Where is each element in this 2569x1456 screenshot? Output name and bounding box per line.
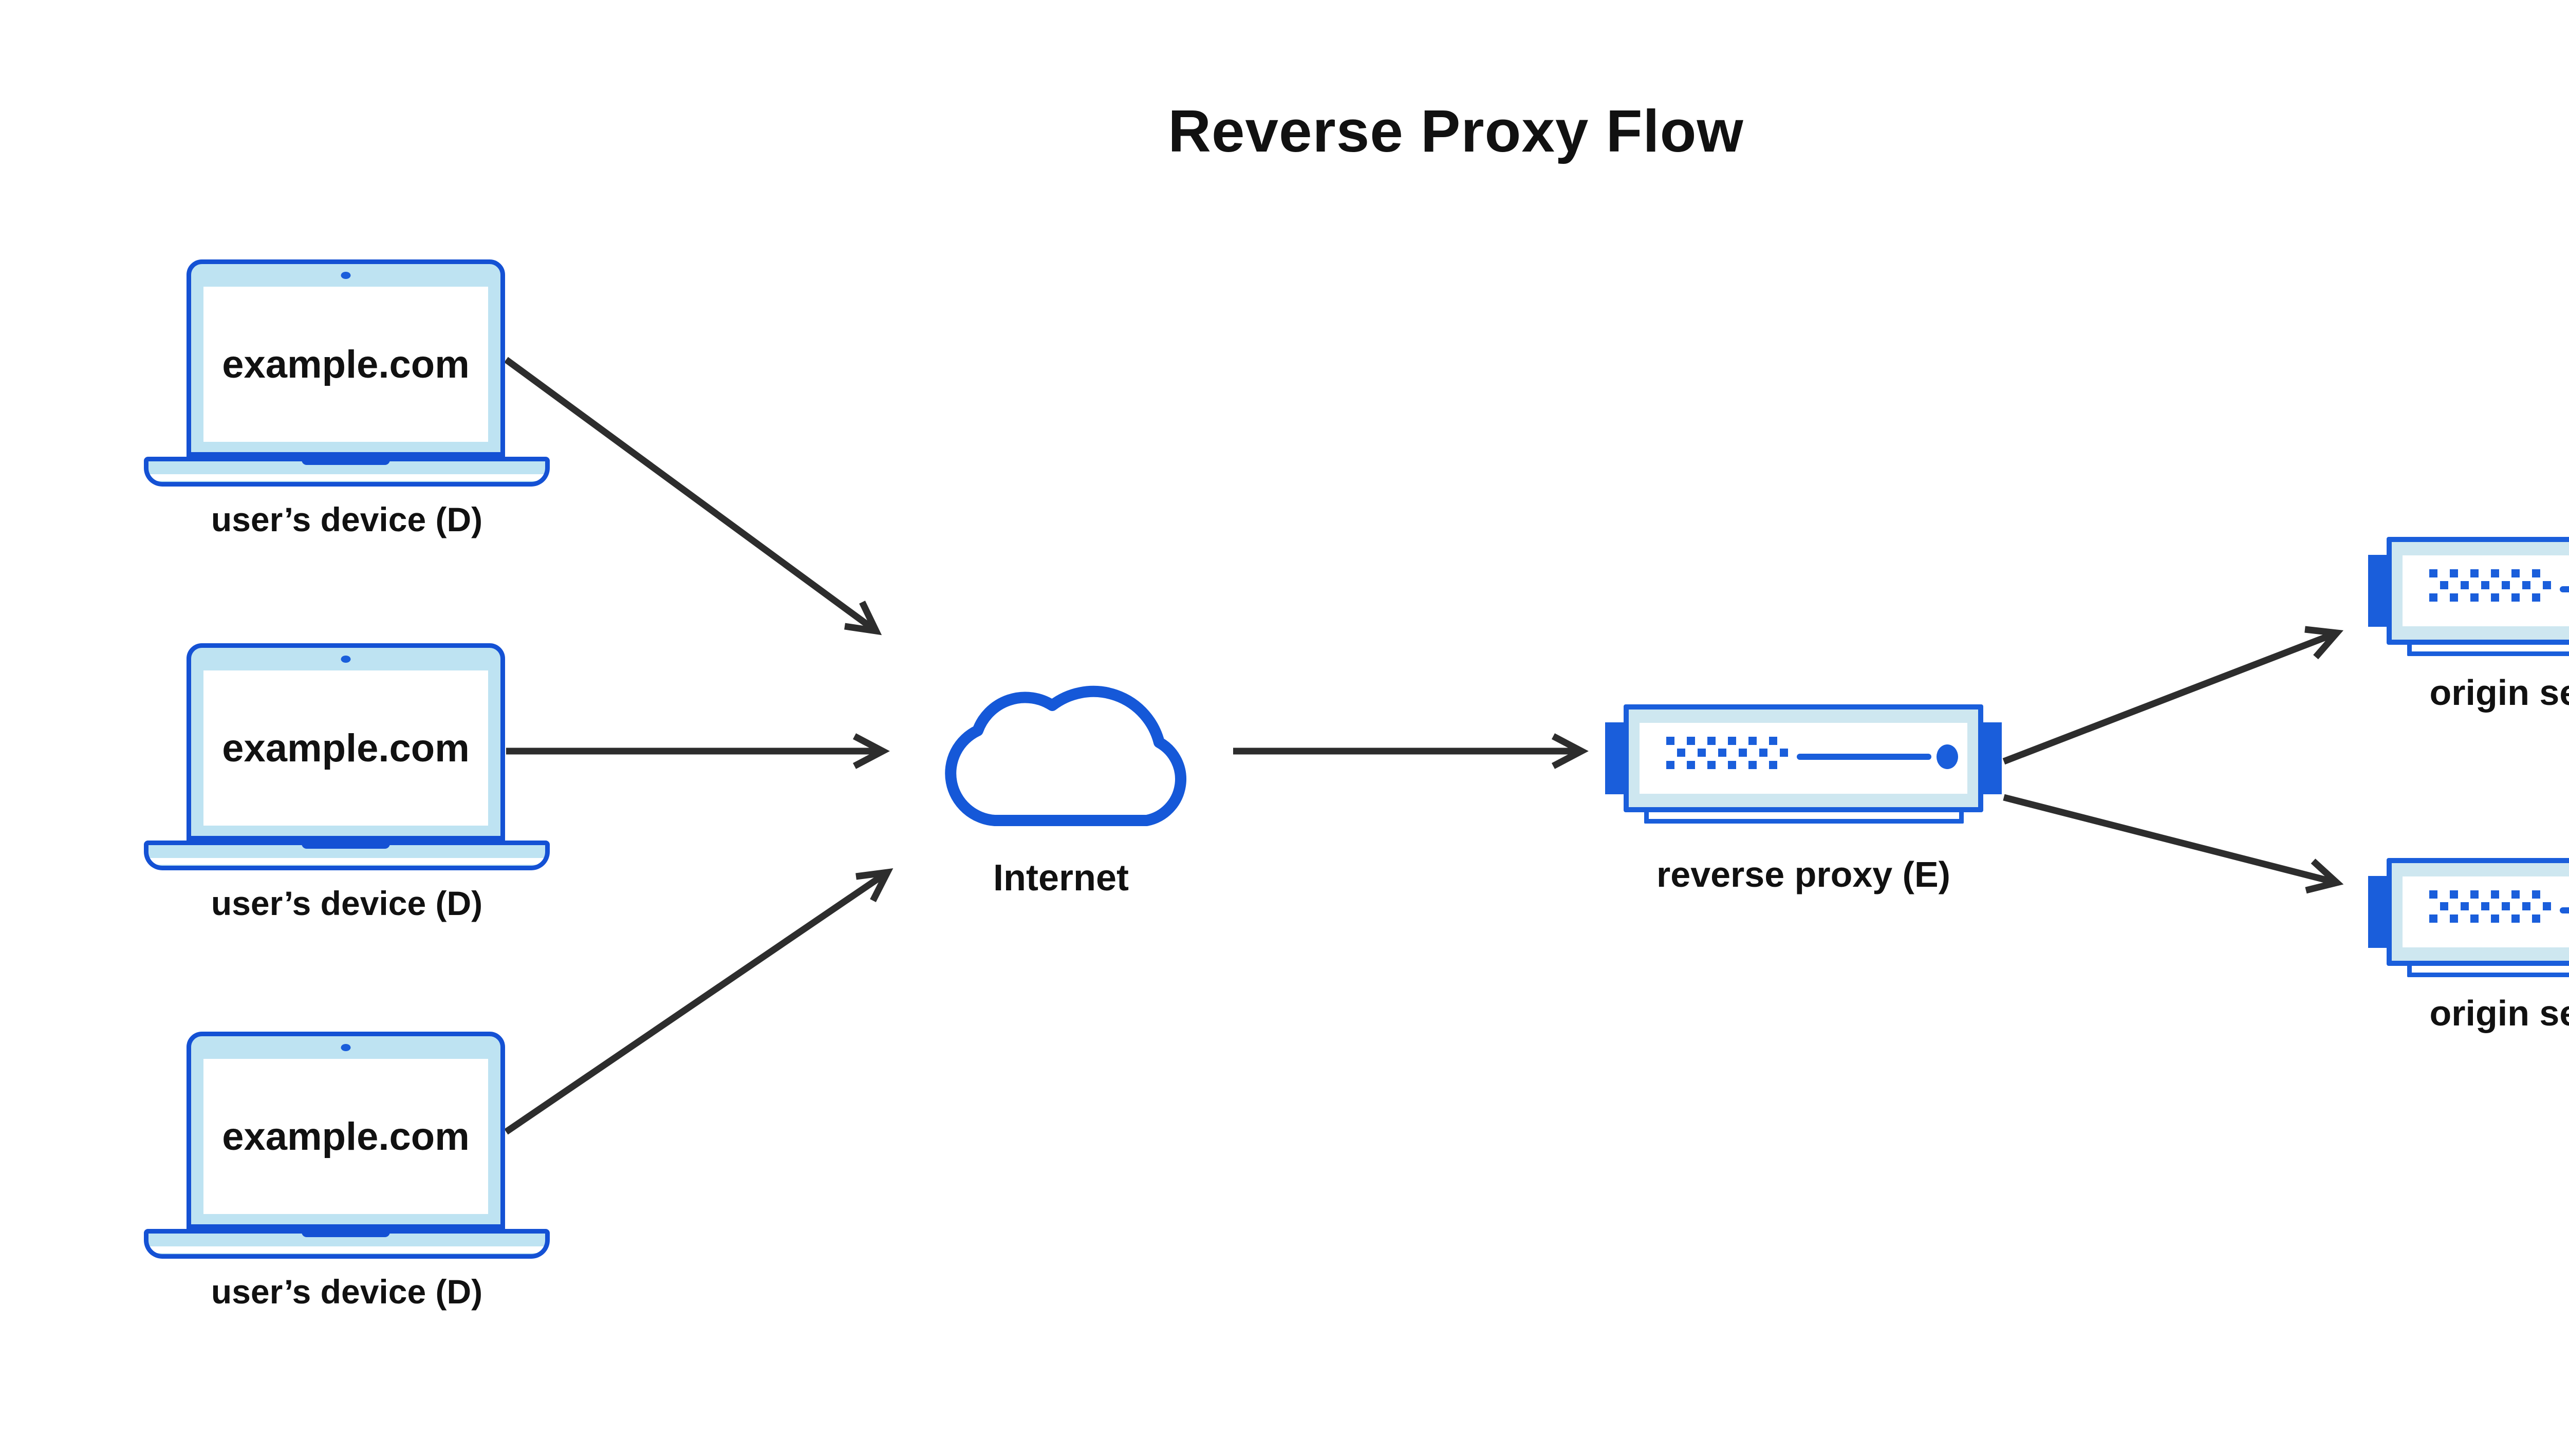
arrow-proxy-to-origin1 bbox=[2002, 626, 2344, 765]
user-device-2: example.com user’s device (D) bbox=[144, 643, 550, 941]
origin-server-2-icon bbox=[2368, 858, 2569, 984]
origin-server-1-label: origin server (F) bbox=[2429, 673, 2569, 713]
reverse-proxy-label: reverse proxy (E) bbox=[1656, 854, 1950, 894]
laptop-lid: example.com bbox=[187, 259, 505, 457]
laptop-screen: example.com bbox=[203, 287, 488, 442]
laptop-screen: example.com bbox=[203, 670, 488, 826]
internet-label: Internet bbox=[993, 857, 1129, 899]
laptop-notch bbox=[302, 1229, 390, 1237]
vent-dots-icon bbox=[2429, 890, 2551, 923]
arrow-device1-to-internet bbox=[504, 357, 882, 636]
origin-server-1-icon bbox=[2368, 537, 2569, 663]
server-front-panel bbox=[2403, 555, 2569, 626]
vent-dots-icon bbox=[2429, 569, 2551, 602]
reverse-proxy-server-icon bbox=[1605, 704, 2002, 830]
screen-url-text: example.com bbox=[222, 726, 470, 770]
laptop-notch bbox=[302, 841, 390, 849]
arrow-device2-to-internet bbox=[506, 733, 890, 769]
arrow-internet-to-proxy bbox=[1233, 733, 1589, 769]
server-tab-right bbox=[1981, 722, 2002, 794]
server-body bbox=[1624, 704, 1983, 812]
camera-dot-icon bbox=[341, 656, 351, 663]
camera-dot-icon bbox=[341, 1044, 351, 1051]
server-tab-left bbox=[1605, 722, 1626, 794]
user-device-1: example.com user’s device (D) bbox=[144, 259, 550, 557]
vent-dots-icon bbox=[1666, 737, 1788, 769]
screen-url-text: example.com bbox=[222, 1114, 470, 1159]
laptop-notch bbox=[302, 457, 390, 465]
user-device-3: example.com user’s device (D) bbox=[144, 1032, 550, 1330]
server-tab-left bbox=[2368, 555, 2389, 627]
arrow-proxy-to-origin2 bbox=[2003, 794, 2344, 894]
server-slot-line bbox=[2560, 586, 2569, 592]
laptop-screen: example.com bbox=[203, 1059, 488, 1214]
server-body bbox=[2387, 537, 2569, 645]
internet-cloud-icon bbox=[913, 645, 1211, 836]
laptop-lid: example.com bbox=[187, 1032, 505, 1229]
device-caption: user’s device (D) bbox=[211, 884, 483, 922]
server-front-panel bbox=[1640, 723, 1967, 794]
origin-server-2-label: origin server (F) bbox=[2429, 993, 2569, 1033]
page-title: Reverse Proxy Flow bbox=[1168, 98, 1744, 164]
device-caption: user’s device (D) bbox=[211, 500, 483, 538]
server-slot-line bbox=[2560, 907, 2569, 913]
server-slot-line bbox=[1797, 754, 1931, 760]
laptop-lid: example.com bbox=[187, 643, 505, 841]
server-tab-left bbox=[2368, 876, 2389, 948]
screen-url-text: example.com bbox=[222, 342, 470, 386]
camera-dot-icon bbox=[341, 272, 351, 279]
device-caption: user’s device (D) bbox=[211, 1273, 483, 1311]
server-front-panel bbox=[2403, 876, 2569, 947]
arrow-device3-to-internet bbox=[504, 868, 893, 1135]
server-body bbox=[2387, 858, 2569, 966]
server-led-icon bbox=[1937, 744, 1958, 769]
